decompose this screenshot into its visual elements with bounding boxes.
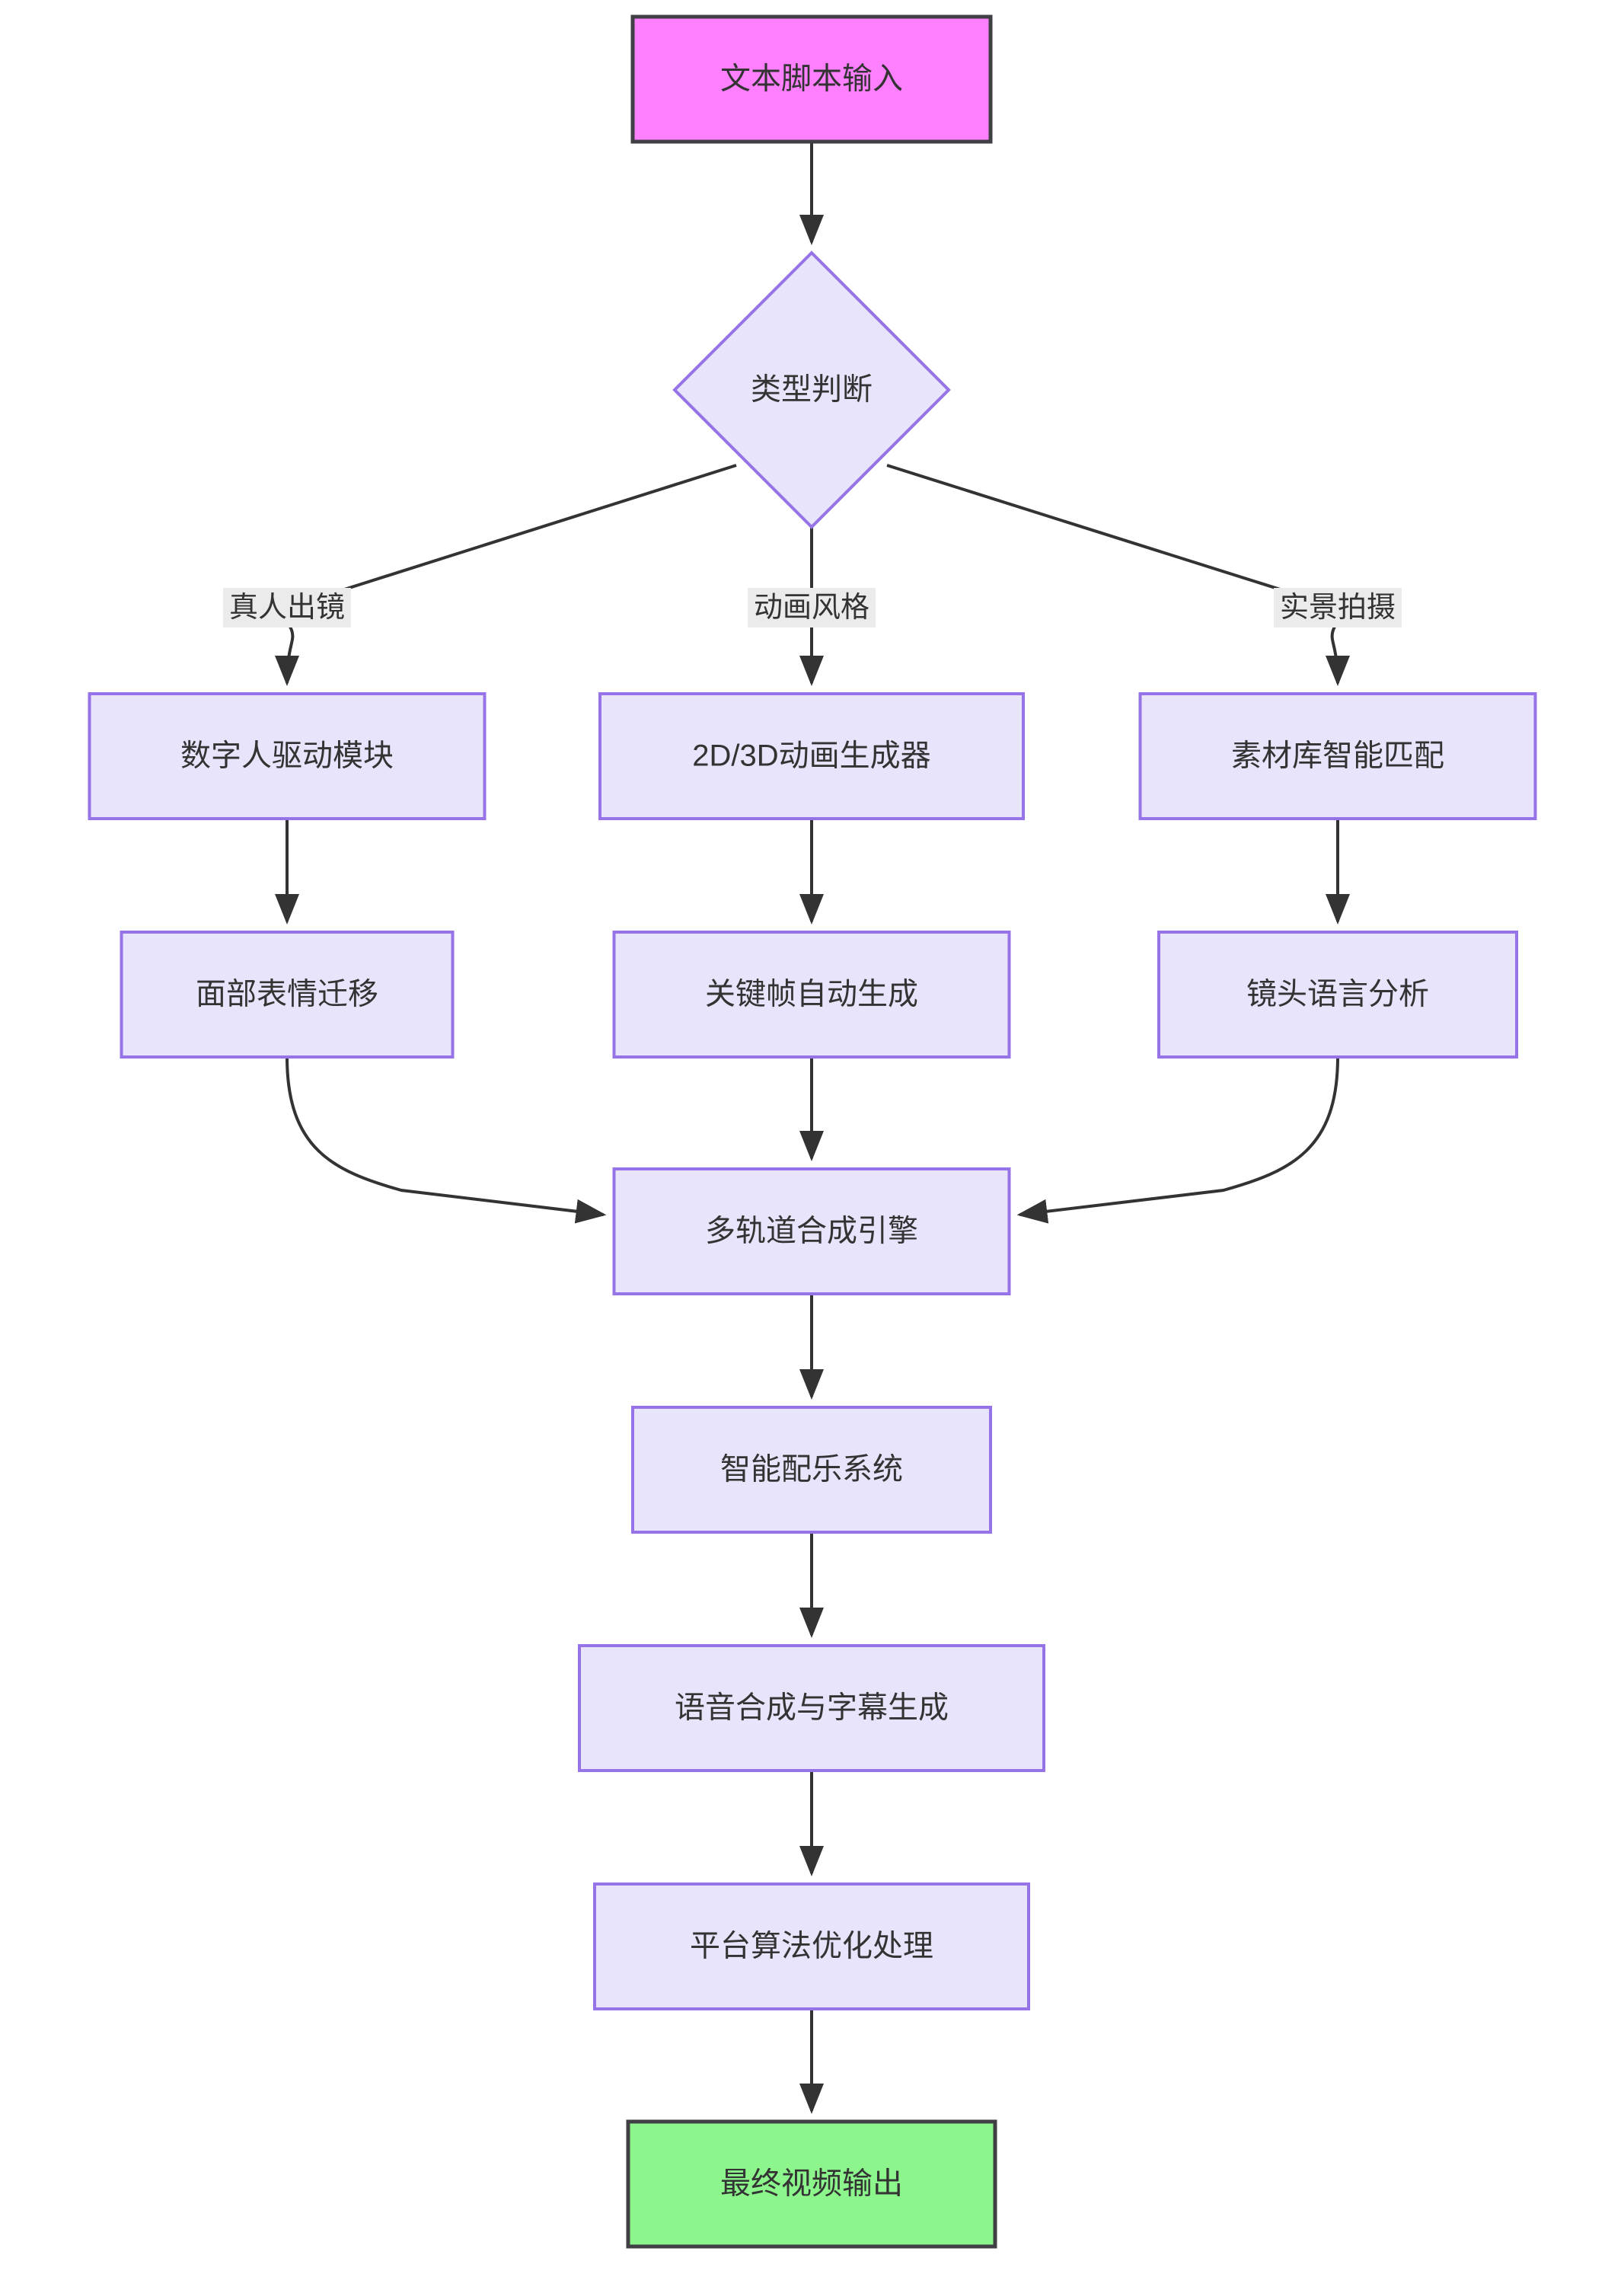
node-label: 类型判断 bbox=[751, 373, 873, 407]
node-label: 素材库智能匹配 bbox=[1231, 739, 1444, 773]
node-n9-process[interactable]: 多轨道合成引擎 bbox=[612, 1167, 1011, 1295]
node-n4-process[interactable]: 2D/3D动画生成器 bbox=[598, 692, 1025, 820]
node-label: 2D/3D动画生成器 bbox=[692, 739, 930, 773]
node-label: 智能配乐系统 bbox=[720, 1453, 903, 1486]
edge-label-n2-to-n4: 动画风格 bbox=[748, 588, 876, 627]
edge-label-n2-to-n3: 真人出镜 bbox=[223, 588, 351, 627]
node-label: 面部表情迁移 bbox=[196, 978, 378, 1011]
node-label: 数字人驱动模块 bbox=[180, 739, 394, 773]
node-label: 平台算法优化处理 bbox=[690, 1930, 933, 1963]
node-box[interactable] bbox=[630, 14, 993, 144]
node-n8-process[interactable]: 镜头语言分析 bbox=[1157, 931, 1518, 1059]
edge-n8-to-n9 bbox=[1016, 1056, 1339, 1224]
node-n12-process[interactable]: 平台算法优化处理 bbox=[593, 1882, 1030, 2010]
node-box[interactable] bbox=[1157, 931, 1518, 1059]
node-box[interactable] bbox=[612, 1167, 1011, 1295]
node-label: 镜头语言分析 bbox=[1246, 978, 1429, 1011]
edge-n2-to-n5 bbox=[886, 464, 1350, 686]
node-box[interactable] bbox=[578, 1644, 1045, 1772]
edge-n6-to-n9 bbox=[286, 1056, 607, 1224]
node-n3-process[interactable]: 数字人驱动模块 bbox=[88, 692, 487, 820]
node-box[interactable] bbox=[1138, 692, 1537, 820]
node-n6-process[interactable]: 面部表情迁移 bbox=[120, 931, 455, 1059]
node-box[interactable] bbox=[120, 931, 455, 1059]
node-label: 多轨道合成引擎 bbox=[705, 1215, 918, 1248]
node-box[interactable] bbox=[88, 692, 487, 820]
decision-diamond[interactable] bbox=[672, 251, 951, 529]
edge-label-background bbox=[748, 588, 876, 627]
node-n2-decision[interactable]: 类型判断 bbox=[672, 251, 951, 529]
edge-label-background bbox=[223, 588, 351, 627]
node-box[interactable] bbox=[631, 1406, 992, 1534]
edge-n2-to-n3 bbox=[275, 464, 737, 686]
edge-labels-layer: 真人出镜 动画风格 实景拍摄 bbox=[223, 588, 1402, 627]
node-n7-process[interactable]: 关键帧自动生成 bbox=[612, 931, 1011, 1059]
node-box[interactable] bbox=[598, 692, 1025, 820]
node-label: 文本脚本输入 bbox=[720, 62, 903, 96]
node-box[interactable] bbox=[626, 2119, 997, 2249]
node-n10-process[interactable]: 智能配乐系统 bbox=[631, 1406, 992, 1534]
node-n5-process[interactable]: 素材库智能匹配 bbox=[1138, 692, 1537, 820]
edge-label-n2-to-n5: 实景拍摄 bbox=[1274, 588, 1402, 627]
node-label: 关键帧自动生成 bbox=[705, 978, 918, 1011]
node-label: 最终视频输出 bbox=[720, 2167, 903, 2201]
node-box[interactable] bbox=[612, 931, 1011, 1059]
edge-label-text: 动画风格 bbox=[754, 592, 869, 624]
node-n1-start[interactable]: 文本脚本输入 bbox=[630, 14, 993, 144]
edge-label-text: 实景拍摄 bbox=[1280, 592, 1396, 624]
node-box[interactable] bbox=[593, 1882, 1030, 2010]
node-n11-process[interactable]: 语音合成与字幕生成 bbox=[578, 1644, 1045, 1772]
edge-label-background bbox=[1274, 588, 1402, 627]
node-n13-end[interactable]: 最终视频输出 bbox=[626, 2119, 997, 2249]
node-label: 语音合成与字幕生成 bbox=[675, 1691, 949, 1725]
edge-label-text: 真人出镜 bbox=[229, 592, 345, 624]
